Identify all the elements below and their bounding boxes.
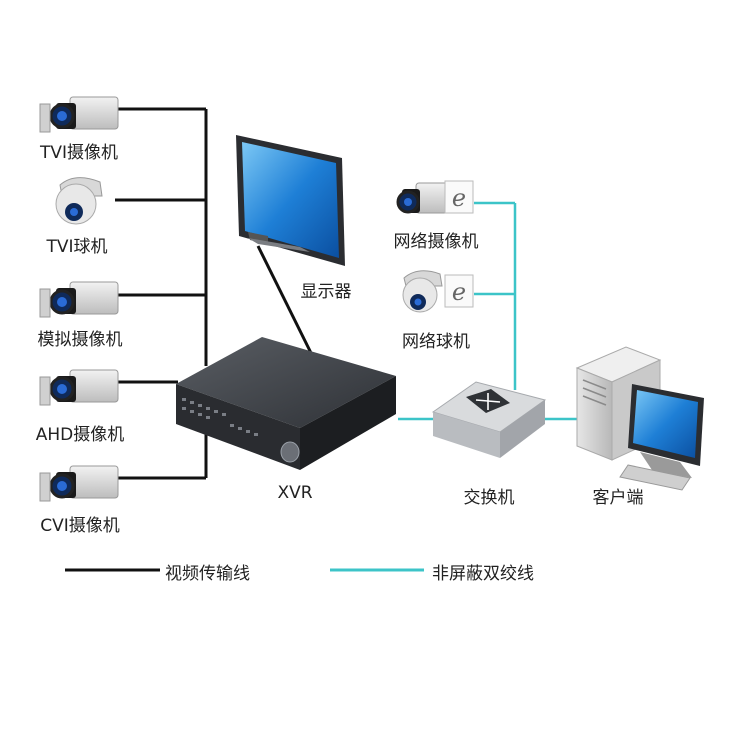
label-tvi-camera: TVI摄像机 [39,143,119,163]
label-xvr: XVR [277,483,313,503]
video-cable-bus [115,107,314,480]
label-analog-camera: 模拟摄像机 [37,330,123,350]
label-ip-dome: 网络球机 [402,332,470,352]
client-pc-icon [575,346,704,491]
label-tvi-dome: TVI球机 [46,237,108,257]
label-cvi-camera: CVI摄像机 [40,516,120,536]
cvi-camera-icon [39,465,119,502]
label-client: 客户端 [592,488,644,508]
xvr-icon [176,337,396,470]
monitor-icon [236,135,345,266]
ahd-camera-icon [39,369,119,406]
svg-text:e: e [452,278,466,306]
label-switch: 交换机 [463,488,515,508]
label-ahd-camera: AHD摄像机 [35,425,125,445]
ip-dome-icon: e [402,270,474,313]
label-monitor: 显示器 [300,282,352,302]
analog-camera-icon [39,281,119,318]
ip-camera-icon: e [396,180,474,214]
utp-cable-lines [398,201,580,421]
tvi-camera-icon [39,96,119,133]
switch-icon [431,381,547,458]
svg-text:e: e [452,184,466,212]
tvi-dome-icon [55,177,103,225]
legend-utp-label: 非屏蔽双绞线 [432,564,534,584]
legend-video-label: 视频传输线 [165,564,250,584]
label-ip-camera: 网络摄像机 [393,232,479,252]
